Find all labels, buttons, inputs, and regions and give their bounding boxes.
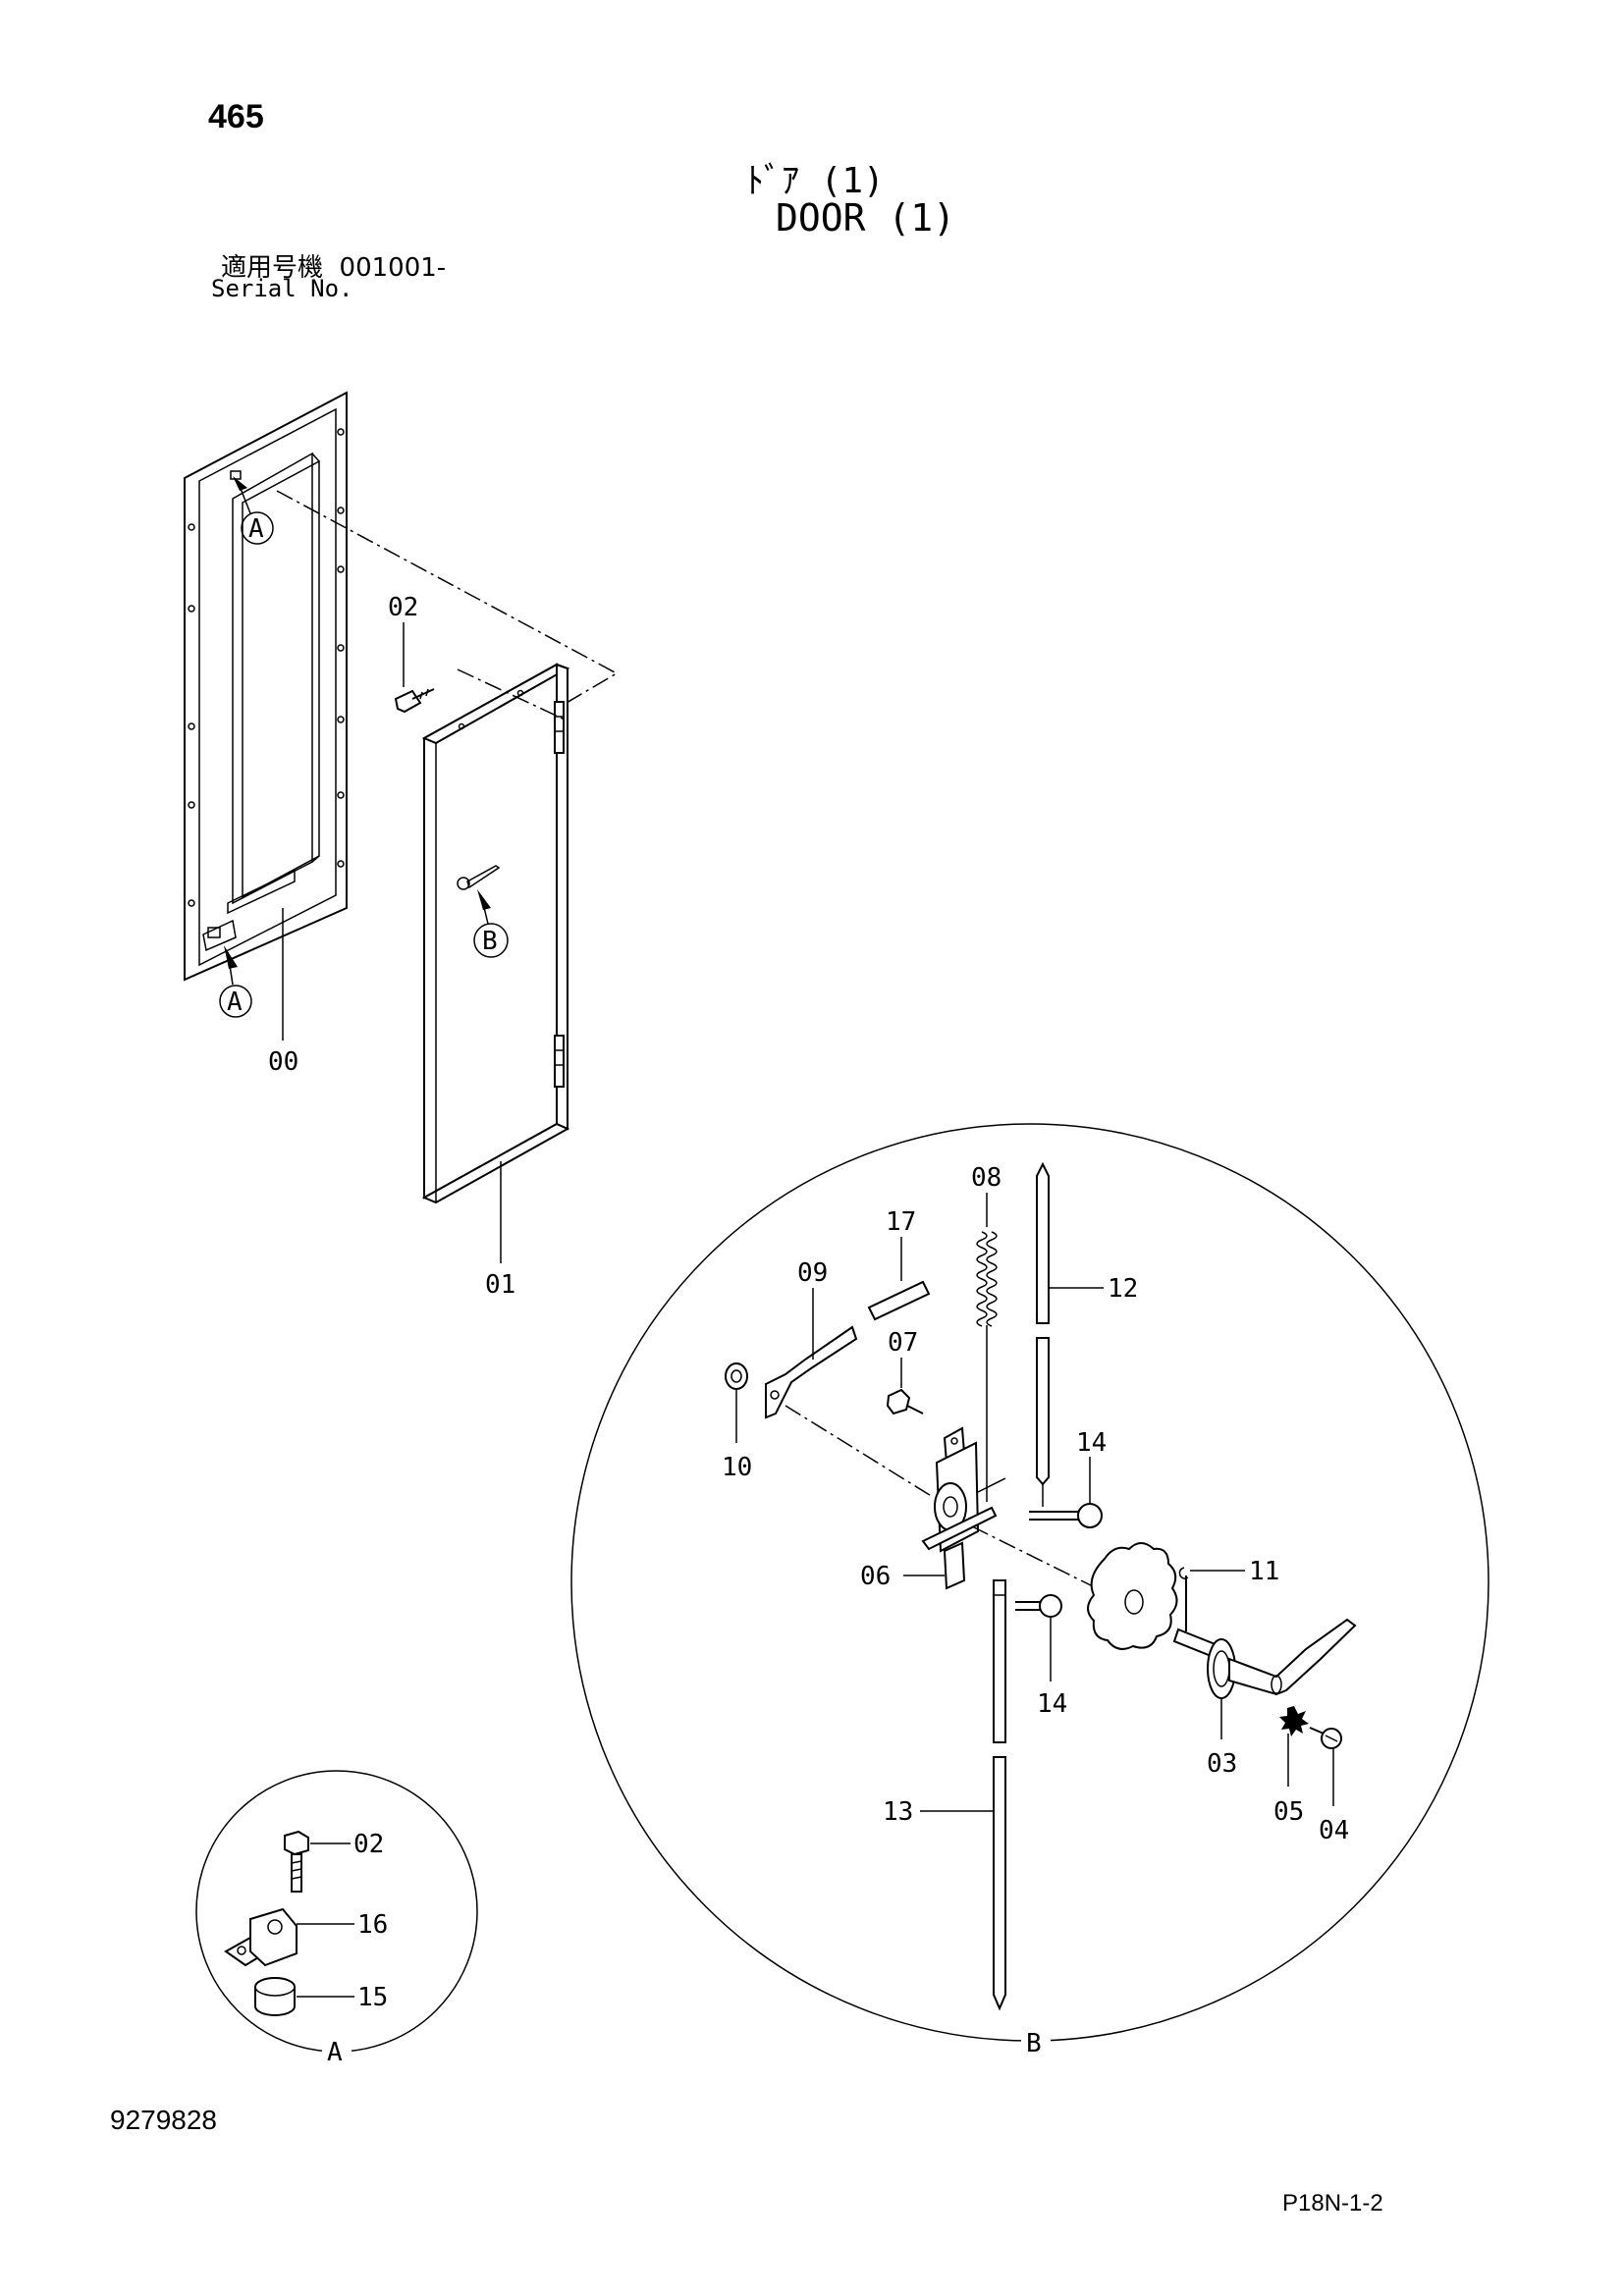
alignment-line-handle (971, 1525, 1106, 1593)
alignment-line-door (457, 668, 566, 721)
callout-pin-14-lower: 14 (1037, 1689, 1067, 1719)
marker-b-door: B (473, 889, 509, 958)
rod-12 (1036, 1161, 1050, 1507)
bolt-02 (394, 688, 435, 714)
spring-08 (976, 1231, 998, 1502)
bracket-06 (921, 1426, 1006, 1590)
callout-bracket: 06 (860, 1562, 891, 1591)
serial-label-japanese: 適用号機 001001- (221, 247, 446, 284)
lever-09 (765, 1325, 858, 1419)
pin-11 (1178, 1567, 1189, 1631)
serial-label-english: Serial No. (211, 275, 353, 302)
callout-handle: 03 (1207, 1749, 1237, 1779)
callout-rod-lower: 13 (883, 1797, 913, 1827)
bolt-07 (886, 1388, 924, 1415)
callout-washer-10: 10 (722, 1453, 752, 1482)
handle-03 (1172, 1618, 1357, 1699)
callout-stopper: 16 (357, 1910, 388, 1940)
marker-a-bottom: A (219, 945, 252, 1018)
callout-pin-14-upper: 14 (1076, 1428, 1107, 1458)
detail-a-circle (195, 1770, 478, 2053)
callout-bolt-07: 07 (888, 1328, 918, 1358)
serial-value: 001001- (339, 253, 447, 283)
callout-lever: 09 (797, 1258, 828, 1288)
document-number: 9279828 (110, 2105, 218, 2135)
page-number: 465 (208, 98, 264, 135)
detail-b-circle (570, 1123, 1489, 2042)
alignment-line-lever (785, 1405, 934, 1498)
callout-door: 01 (485, 1270, 515, 1300)
rod-13 (993, 1579, 1006, 2011)
pin-14-lower (1015, 1594, 1062, 1618)
callout-washer-05: 05 (1273, 1797, 1304, 1827)
detail-b-label: B (1026, 2029, 1042, 2058)
door-frame (184, 391, 348, 982)
marker-a-top-label: A (248, 514, 264, 544)
marker-b-door-label: B (482, 927, 498, 956)
gasket-plate (1087, 1542, 1178, 1650)
callout-spring: 08 (971, 1163, 1001, 1193)
screw-04 (1309, 1727, 1342, 1749)
washer-10 (725, 1362, 748, 1390)
pin-14-upper (1029, 1503, 1103, 1528)
callout-bolt-02: 02 (388, 593, 418, 622)
strip-17 (867, 1280, 931, 1321)
marker-a-top: A (233, 476, 274, 545)
title-japanese: ﾄﾞｱ (1) (746, 161, 885, 201)
marker-a-bottom-label: A (227, 988, 243, 1017)
callout-frame: 00 (268, 1047, 298, 1077)
callout-detail-a-bolt: 02 (353, 1830, 384, 1859)
detail-a-label: A (327, 2038, 343, 2067)
callout-cushion: 15 (357, 1983, 388, 2012)
callout-strip: 17 (886, 1207, 916, 1237)
serial-label-jp-text: 適用号機 (221, 253, 324, 283)
alignment-line-frame (276, 490, 619, 708)
door-panel (421, 663, 570, 1204)
page-code: P18N-1-2 (1282, 2190, 1383, 2216)
title-english: DOOR (1) (776, 196, 956, 240)
washer-05 (1279, 1706, 1309, 1736)
callout-rod-upper: 12 (1108, 1274, 1138, 1304)
callout-pin-11: 11 (1249, 1557, 1279, 1586)
callout-screw: 04 (1319, 1816, 1349, 1845)
